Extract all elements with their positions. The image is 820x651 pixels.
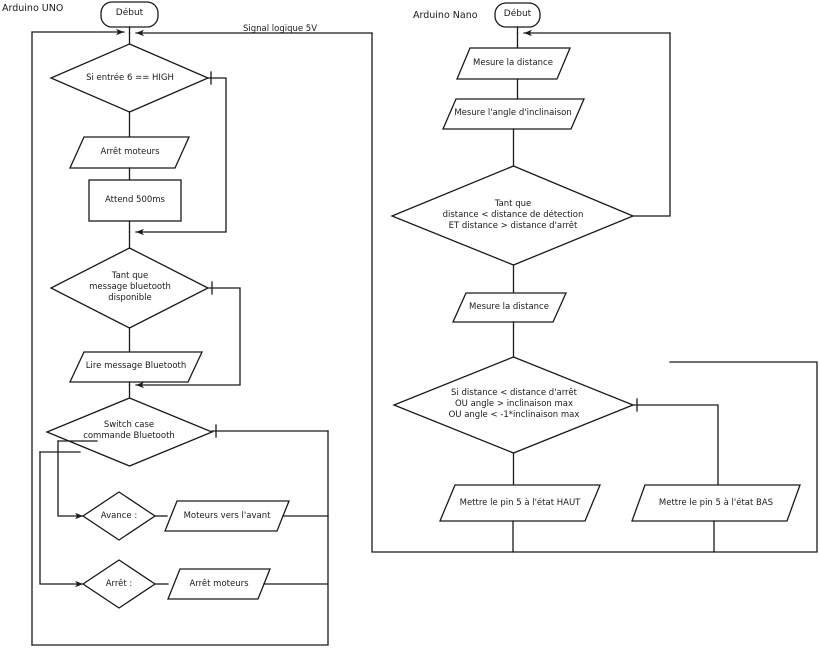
nano-edge-decision-false — [632, 404, 719, 486]
nano-io-pin5-low-shape — [631, 484, 801, 522]
nano-edge-loop-false — [632, 32, 671, 217]
uno-switch-case-shape — [45, 397, 214, 467]
uno-edge-case-stop — [39, 451, 84, 588]
nano-loop-shape — [390, 165, 635, 266]
uno-edge-input-false — [135, 77, 227, 236]
nano-edge-pin5-high-out — [371, 32, 514, 553]
nano-start-terminator — [494, 2, 541, 28]
uno-io-motors-forward-shape — [164, 500, 290, 532]
uno-edge-bottom-return — [31, 28, 125, 646]
nano-io-measure-angle-shape — [442, 98, 585, 130]
uno-case-forward-shape — [81, 491, 157, 541]
nano-edge-pin5-low-out — [512, 520, 715, 553]
nano-io-pin5-high-shape — [439, 484, 601, 522]
uno-edge-right-rail — [31, 430, 329, 646]
uno-process-wait-shape — [88, 179, 182, 222]
uno-io-stop-motors2-shape — [167, 568, 271, 600]
uno-loop-bluetooth-shape — [49, 247, 210, 329]
uno-start-terminator — [100, 1, 159, 28]
nano-io-measure-distance-shape — [456, 47, 571, 80]
nano-io-measure-distance2-shape — [451, 292, 568, 323]
uno-edge-loop-bt-false — [135, 287, 241, 389]
nano-decision-shape — [392, 356, 635, 454]
nano-edge-right-outer-rail — [669, 361, 818, 553]
uno-decision-input-shape — [49, 43, 210, 113]
uno-edge-case-forward — [57, 440, 84, 520]
uno-case-stop-shape — [81, 559, 157, 609]
uno-io-read-bluetooth-shape — [68, 351, 204, 383]
uno-io-stop-motors-shape — [68, 136, 191, 169]
